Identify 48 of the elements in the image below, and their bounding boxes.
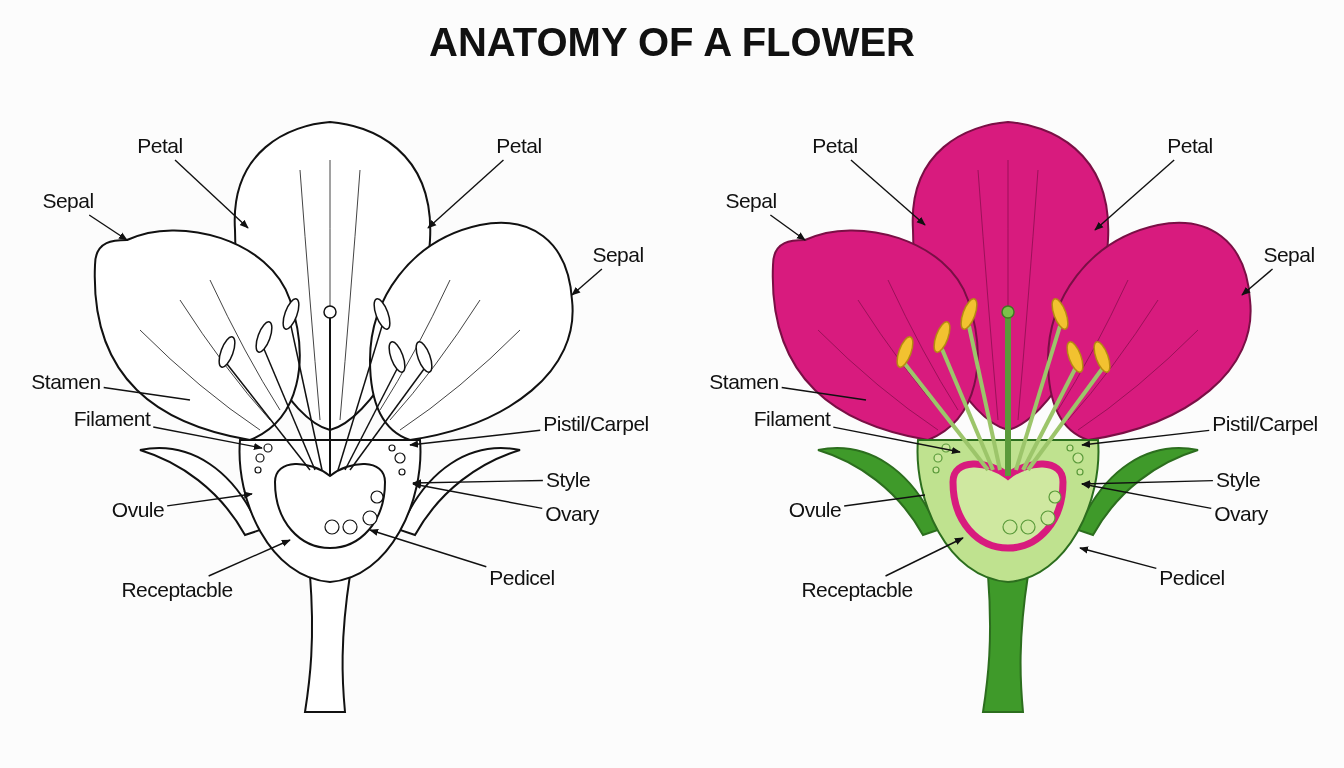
part-label: Style <box>545 468 591 492</box>
part-label: Pedicel <box>1159 566 1225 590</box>
leader-line <box>409 429 541 448</box>
leader-line <box>174 159 249 229</box>
leader-line <box>571 268 603 296</box>
leader-line <box>832 426 961 454</box>
part-label: Ovary <box>545 502 599 526</box>
part-label: Ovule <box>111 498 165 522</box>
leader-line <box>103 386 191 401</box>
part-label: Receptacble <box>121 578 233 602</box>
leader-line <box>166 491 253 507</box>
title: ANATOMY OF A FLOWER <box>428 20 916 65</box>
leader-line <box>769 214 806 241</box>
leader-line <box>884 537 964 577</box>
part-label: Pedicel <box>489 566 555 590</box>
part-label: Stamen <box>31 370 101 394</box>
part-label: Ovary <box>1214 502 1268 526</box>
leader-line <box>850 159 926 226</box>
part-label: Petal <box>496 134 542 158</box>
leader-line <box>1079 546 1157 570</box>
part-label: Stamen <box>709 370 779 394</box>
leader-line <box>412 481 543 510</box>
leader-line <box>369 529 487 568</box>
part-label: Filament <box>73 407 151 431</box>
leader-line <box>88 214 128 241</box>
part-label: Petal <box>1167 134 1213 158</box>
leader-line <box>1081 429 1210 448</box>
part-label: Filament <box>753 407 831 431</box>
leader-line <box>152 426 263 450</box>
leader-line <box>781 386 867 401</box>
leader-line <box>843 494 926 507</box>
leader-line <box>412 479 544 487</box>
part-label: Sepal <box>42 189 94 213</box>
part-label: Pistil/Carpel <box>543 412 649 436</box>
leader-line <box>1081 481 1212 510</box>
part-label: Style <box>1215 468 1261 492</box>
leader-line <box>1241 268 1274 296</box>
part-label: Sepal <box>725 189 777 213</box>
leader-line <box>207 539 291 577</box>
part-label: Receptacble <box>801 578 913 602</box>
part-label: Ovule <box>788 498 842 522</box>
leader-line <box>427 159 505 229</box>
part-label: Pistil/Carpel <box>1212 412 1318 436</box>
part-label: Sepal <box>592 243 644 267</box>
part-label: Petal <box>137 134 183 158</box>
part-label: Petal <box>812 134 858 158</box>
part-label: Sepal <box>1263 243 1315 267</box>
leader-line <box>1094 159 1175 231</box>
